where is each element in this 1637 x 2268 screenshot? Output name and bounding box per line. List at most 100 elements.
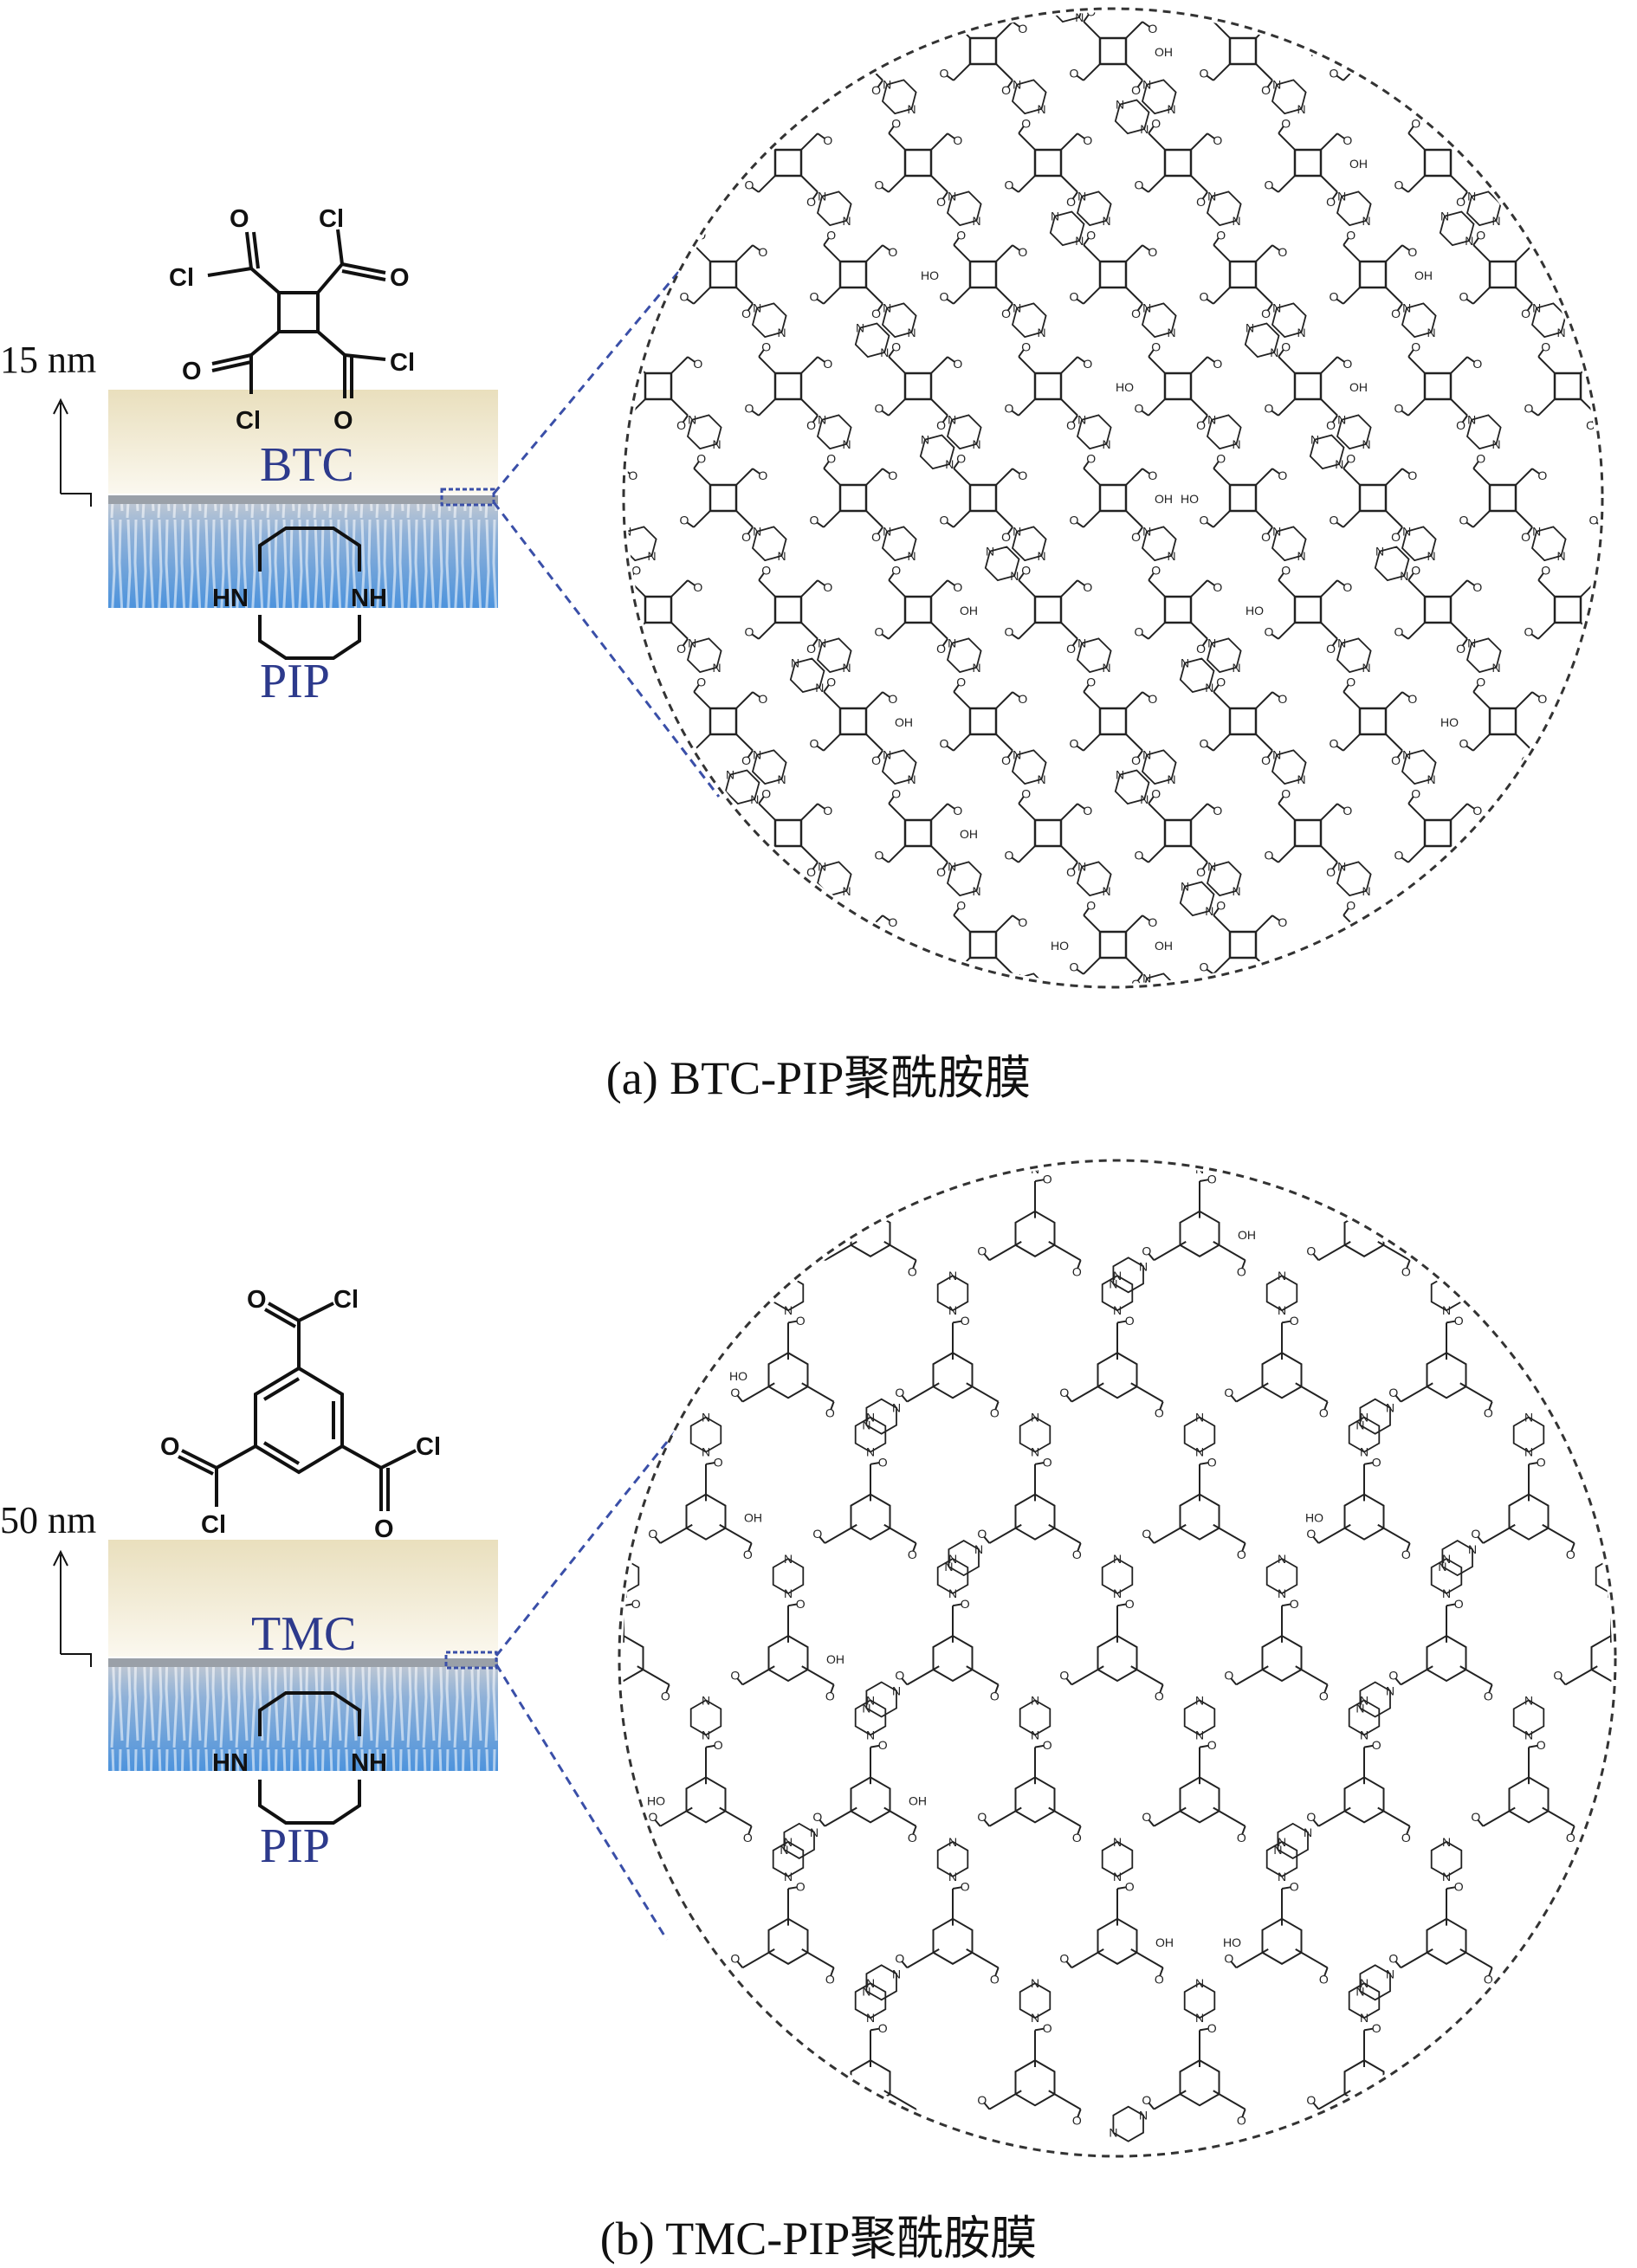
tmc-n-atom: N bbox=[1356, 1984, 1364, 1998]
btc-piperazine-unit: NN bbox=[1141, 78, 1177, 116]
btc-n-atom: N bbox=[1103, 214, 1111, 228]
btc-o-atom: O bbox=[1135, 625, 1144, 639]
tmc-o-atom: O bbox=[1484, 1972, 1493, 1986]
btc-o-atom: O bbox=[696, 675, 706, 689]
tmc-n-atom: N bbox=[1360, 1162, 1368, 1176]
btc-o-atom: O bbox=[1213, 804, 1222, 817]
btc-o-atom: O bbox=[1200, 514, 1209, 527]
tmc-piperazine-unit: NN bbox=[1109, 1257, 1148, 1294]
btc-o-atom: O bbox=[1021, 340, 1031, 354]
btc-o-atom: O bbox=[745, 402, 754, 416]
btc-n-atom: N bbox=[1168, 772, 1176, 786]
tmc-o-atom: O bbox=[990, 1690, 1000, 1703]
btc-ho-group: HO bbox=[1051, 939, 1069, 953]
btc-o-atom: O bbox=[871, 307, 881, 320]
btc-piperazine-unit: NN bbox=[1206, 860, 1242, 898]
btc-n-atom: N bbox=[1297, 772, 1306, 786]
tmc-o-atom: O bbox=[1224, 1386, 1233, 1399]
btc-n-atom: N bbox=[945, 457, 954, 471]
btc-o-atom: O bbox=[875, 402, 884, 416]
btc-n-atom: N bbox=[856, 321, 864, 335]
tmc-n-atom: N bbox=[1442, 1870, 1451, 1884]
btc-piperazine-unit: NN bbox=[816, 190, 852, 228]
btc-o-atom: O bbox=[1135, 178, 1144, 192]
tmc-piperazine-unit: NN bbox=[689, 1693, 722, 1741]
btc-o-atom: O bbox=[1086, 5, 1096, 19]
btc-n-atom: N bbox=[750, 792, 759, 806]
btc-n-atom: N bbox=[1077, 413, 1086, 427]
btc-n-atom: N bbox=[778, 549, 786, 563]
btc-piperazine-unit: NN bbox=[946, 636, 982, 675]
btc-o-atom: O bbox=[676, 418, 686, 432]
tmc-core-unit: OOO bbox=[895, 1880, 999, 1987]
tmc-n-atom: N bbox=[892, 1967, 901, 1980]
btc-o-atom: O bbox=[1151, 787, 1161, 801]
tmc-o-atom: O bbox=[1237, 1548, 1246, 1561]
btc-o-atom: O bbox=[1391, 83, 1401, 97]
tmc-o-atom: O bbox=[878, 1173, 888, 1186]
btc-o-atom: O bbox=[956, 5, 966, 19]
tmc-core-unit: OOO bbox=[812, 1455, 916, 1561]
btc-o-atom: O bbox=[956, 899, 966, 913]
btc-o-atom: O bbox=[871, 753, 881, 767]
tmc-piperazine-unit: NN bbox=[1101, 1552, 1134, 1600]
btc-cl-4: Cl bbox=[390, 349, 415, 377]
btc-n-atom: N bbox=[1013, 301, 1021, 315]
btc-o-atom: O bbox=[1330, 67, 1339, 81]
btc-o-atom: O bbox=[1281, 117, 1291, 131]
btc-piperazine-unit: NN bbox=[881, 301, 917, 339]
btc-n-atom: N bbox=[1142, 78, 1151, 92]
btc-cl-1: Cl bbox=[169, 264, 194, 292]
btc-o-3: O bbox=[182, 358, 202, 385]
tmc-piperazine-unit: NN bbox=[1183, 1976, 1216, 2025]
piperazine-structure-b bbox=[258, 1691, 361, 1825]
btc-piperazine-unit: NN bbox=[1011, 78, 1047, 116]
tmc-n-atom: N bbox=[1360, 1976, 1368, 1990]
btc-piperazine-unit: NN bbox=[1439, 210, 1475, 248]
btc-o-atom: O bbox=[888, 245, 897, 259]
btc-piperazine-unit: NN bbox=[789, 656, 825, 695]
btc-n-atom: N bbox=[818, 413, 826, 427]
tmc-o-atom: O bbox=[1566, 1831, 1576, 1845]
btc-n-atom: N bbox=[1532, 525, 1541, 539]
btc-n-atom: N bbox=[973, 437, 981, 451]
btc-piperazine-unit: NN bbox=[1401, 748, 1437, 786]
btc-ho-group: HO bbox=[1181, 492, 1199, 506]
tmc-n-atom: N bbox=[784, 1269, 793, 1283]
tmc-n-atom: N bbox=[784, 1552, 793, 1566]
btc-o-atom: O bbox=[888, 915, 897, 929]
btc-o-atom: O bbox=[1391, 307, 1401, 320]
tmc-o-atom: O bbox=[1207, 2021, 1217, 2035]
tmc-core-unit: OOO bbox=[895, 1314, 999, 1420]
btc-oh-group: OH bbox=[1349, 380, 1368, 394]
btc-n-atom: N bbox=[1116, 768, 1124, 782]
btc-n-atom: N bbox=[1402, 301, 1411, 315]
btc-n-atom: N bbox=[1233, 437, 1241, 451]
tmc-oh-group: OH bbox=[909, 1793, 927, 1807]
btc-o-atom: O bbox=[891, 564, 901, 578]
btc-o-atom: O bbox=[1343, 580, 1352, 594]
btc-n-atom: N bbox=[818, 636, 826, 650]
btc-piperazine-unit: NN bbox=[816, 413, 852, 451]
btc-o-atom: O bbox=[936, 195, 946, 209]
tmc-piperazine-unit: NN bbox=[1019, 1976, 1051, 2025]
btc-n-atom: N bbox=[1142, 301, 1151, 315]
hn-atom-b: HN bbox=[212, 1749, 249, 1777]
btc-piperazine-unit: NN bbox=[1076, 190, 1112, 228]
btc-o-atom: O bbox=[680, 514, 689, 527]
panel-a: 15 nm BTC PIP HN NH bbox=[0, 0, 1637, 1126]
tmc-n-atom: N bbox=[1195, 2011, 1204, 2025]
btc-o-atom: O bbox=[1005, 402, 1014, 416]
btc-o-atom: O bbox=[953, 580, 962, 594]
tmc-piperazine-unit: NN bbox=[780, 1822, 818, 1859]
btc-n-atom: N bbox=[986, 545, 994, 559]
btc-n-atom: N bbox=[1168, 326, 1176, 339]
btc-n-atom: N bbox=[815, 904, 824, 918]
btc-n-atom: N bbox=[1075, 234, 1084, 248]
btc-o-atom: O bbox=[741, 307, 751, 320]
